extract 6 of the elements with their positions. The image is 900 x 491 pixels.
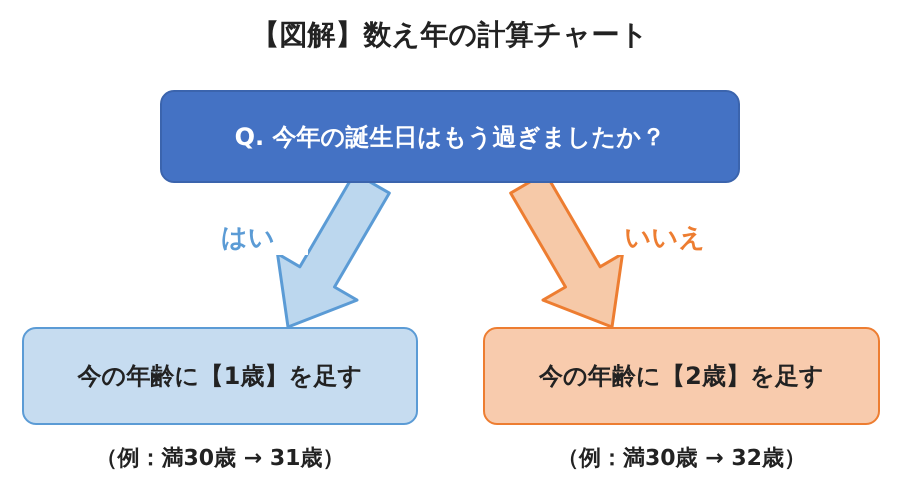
- title: 【図解】数え年の計算チャート: [250, 17, 650, 53]
- example-text: （例：満30歳 → 32歳）: [556, 445, 807, 473]
- result-box: 今の年齢に【1歳】を足す: [22, 327, 418, 425]
- example-text: （例：満30歳 → 31歳）: [94, 445, 346, 473]
- result-box: 今の年齢に【2歳】を足す: [483, 327, 880, 425]
- question-box: Q. 今年の誕生日はもう過ぎましたか？: [160, 90, 740, 183]
